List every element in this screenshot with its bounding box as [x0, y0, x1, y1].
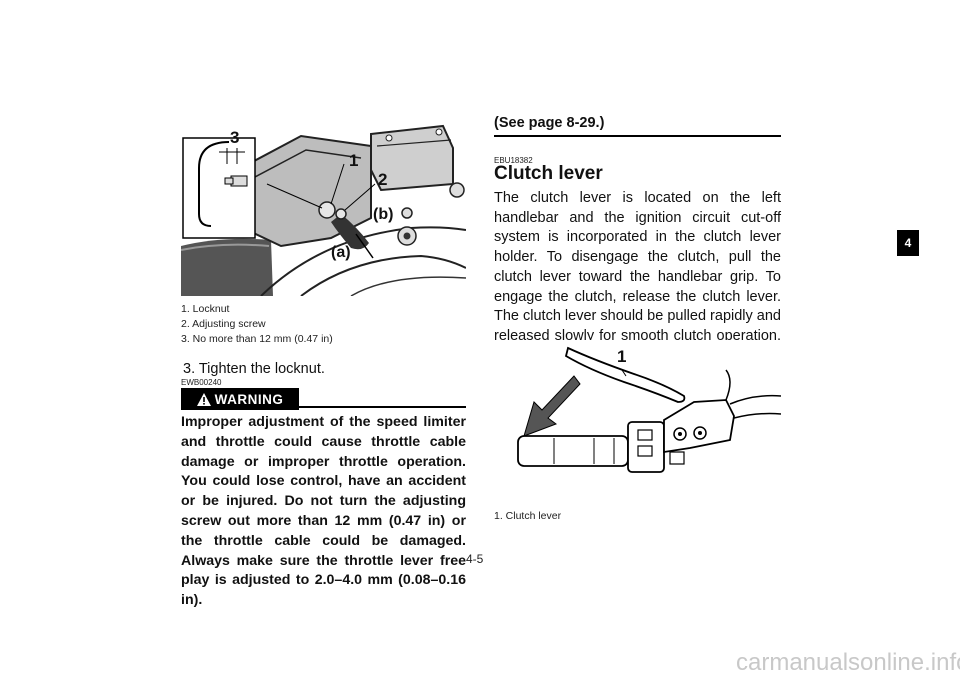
caption-locknut: 1. Locknut: [181, 303, 230, 315]
callout-b: (b): [373, 206, 394, 223]
clutch-lever-figure: [494, 340, 781, 500]
warning-triangle-icon: [196, 392, 211, 406]
warning-label: WARNING: [214, 391, 284, 407]
page-number: 4-5: [466, 552, 484, 566]
see-page-reference: (See page 8-29.): [494, 115, 605, 131]
callout-clutch-1: 1: [617, 347, 627, 366]
figure-captions: 1. Locknut 2. Adjusting screw 3. No more…: [181, 302, 333, 347]
throttle-figure: [181, 118, 466, 296]
callout-3: 3: [230, 128, 240, 147]
warning-text: Improper adjustment of the speed limiter…: [181, 414, 466, 609]
caption-clutch-lever: 1. Clutch lever: [494, 510, 562, 522]
header-rule: [494, 135, 781, 137]
step-tighten-locknut: 3. Tighten the locknut.: [183, 361, 325, 377]
caption-adjusting-screw: 2. Adjusting screw: [181, 318, 266, 330]
callout-a: (a): [331, 244, 351, 261]
warning-badge: WARNING: [181, 388, 299, 410]
callout-1: 1: [349, 151, 359, 170]
caption-max-distance: 3. No more than 12 mm (0.47 in): [181, 333, 333, 345]
section-code: EBU18382: [494, 156, 533, 165]
warning-rule: [299, 406, 466, 408]
warning-code: EWB00240: [181, 378, 222, 387]
section-title: Clutch lever: [494, 163, 603, 184]
callout-2: 2: [378, 170, 388, 189]
watermark: carmanualsonline.info: [736, 649, 960, 676]
chapter-tab: 4: [897, 230, 919, 256]
